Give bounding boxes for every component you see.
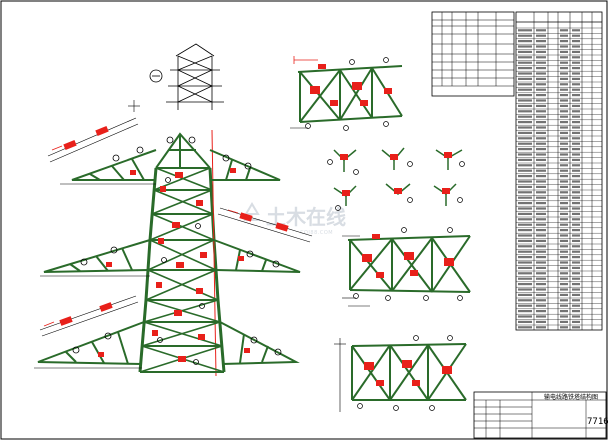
tower-elevation (34, 100, 313, 377)
panel-detail-middle (342, 227, 471, 307)
cross-arm-lower-right (219, 321, 300, 365)
plan-view-diagram (149, 43, 224, 110)
drawing-name: 输电线路铁塔结构图 (544, 393, 598, 401)
node-details (327, 147, 465, 211)
tower-axis-line (211, 129, 217, 377)
cross-arm-lower-left (37, 321, 145, 365)
tower-peak (155, 132, 211, 169)
cross-arm-upper-right (209, 149, 281, 181)
title-block: 输电线路铁塔结构图 7716 (473, 391, 608, 439)
cross-arm-upper-left (71, 149, 157, 181)
material-table (515, 11, 603, 331)
arm-member-details (39, 117, 313, 337)
panel-detail-lower (334, 335, 467, 412)
drawing-number: 7716 (587, 417, 608, 427)
plan-view-marker (149, 69, 163, 83)
cross-arm-middle-right (213, 239, 301, 273)
tower-bolt-marks (72, 136, 282, 365)
cross-arm-middle-left (43, 239, 151, 273)
summary-table (431, 11, 515, 97)
tower-dimensions (34, 100, 156, 369)
watermark-sub: COI88.COM (300, 230, 333, 236)
panel-detail-upper (290, 56, 403, 131)
plan-view-frame (166, 43, 224, 110)
tower-plates (98, 168, 250, 362)
